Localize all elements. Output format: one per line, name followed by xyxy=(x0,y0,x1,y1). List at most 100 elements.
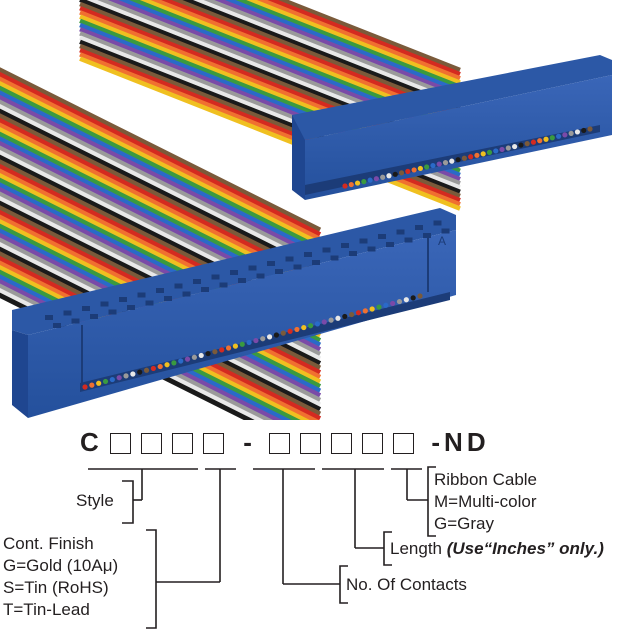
wire-ends-back xyxy=(342,126,593,189)
wire-end xyxy=(82,384,88,390)
cont-finish-label: Cont. Finish G=Gold (10Aμ) S=Tin (RoHS) … xyxy=(3,533,118,621)
wire-end xyxy=(486,149,493,155)
wire-end xyxy=(225,345,232,351)
part-number-template: C - -ND xyxy=(80,425,490,458)
wire-end xyxy=(376,304,382,310)
wire-end xyxy=(396,298,403,305)
contact-hole xyxy=(53,323,61,328)
contact-hole xyxy=(341,243,349,248)
wire-end xyxy=(549,135,555,141)
cable-wire xyxy=(0,71,322,237)
wire-end xyxy=(380,174,386,180)
wire-end xyxy=(361,179,367,185)
wire-end xyxy=(335,315,341,321)
contact-hole xyxy=(82,306,90,311)
wire-end xyxy=(143,367,150,373)
wire-end xyxy=(239,341,245,347)
wire-end xyxy=(348,181,354,188)
code-box xyxy=(331,433,353,455)
cable-wire xyxy=(0,81,322,246)
wire-end xyxy=(116,375,122,381)
contact-hole xyxy=(404,237,413,243)
style-label: Style xyxy=(76,491,114,510)
part-number-diagram xyxy=(88,466,436,629)
cable-wire xyxy=(0,113,322,279)
wire-end xyxy=(499,146,505,153)
wire-end xyxy=(530,139,537,145)
wire-end xyxy=(524,141,530,147)
wire-end xyxy=(219,347,225,353)
wire-end xyxy=(150,365,156,372)
wire-end xyxy=(392,171,398,177)
wire-end xyxy=(123,373,129,379)
cable-wire xyxy=(0,85,322,251)
wire-end xyxy=(308,323,314,329)
wire-end xyxy=(349,311,355,318)
wire-end xyxy=(424,164,430,170)
contact-hole xyxy=(182,291,191,297)
wire-end xyxy=(273,332,280,338)
cable-wire xyxy=(191,0,461,106)
cable-wire xyxy=(276,0,461,73)
wire-end xyxy=(355,310,362,316)
idc-connector-front: A xyxy=(12,208,456,418)
cable-wire xyxy=(0,94,322,260)
wire-end xyxy=(184,356,191,362)
contact-hole xyxy=(193,279,201,284)
wire-end xyxy=(455,157,461,163)
wire-end xyxy=(410,295,416,301)
contact-hole xyxy=(423,233,431,238)
code-box xyxy=(110,433,132,455)
idc-connector-back xyxy=(292,55,612,200)
ribbon-cable-title: Ribbon Cable xyxy=(434,470,538,489)
length-title: Length xyxy=(390,539,442,558)
contact-hole xyxy=(359,238,368,244)
wire-end xyxy=(568,130,574,136)
cable-wire xyxy=(79,56,461,211)
wire-end xyxy=(314,321,321,327)
cable-wire xyxy=(223,0,461,94)
separator: - xyxy=(243,426,252,457)
wire-end xyxy=(130,371,136,377)
wire-end xyxy=(109,376,115,383)
contact-hole xyxy=(322,247,331,253)
length-label: Length (Use“Inches” only.) xyxy=(390,538,604,560)
contact-hole xyxy=(156,288,164,293)
pin1-marker: A xyxy=(438,234,446,248)
contact-hole xyxy=(211,274,220,280)
wire-end xyxy=(157,363,163,370)
contact-hole xyxy=(174,283,183,289)
cable-option-multicolor: M=Multi-color xyxy=(434,492,537,511)
contact-hole xyxy=(275,269,283,274)
contact-holes xyxy=(45,220,450,328)
wire-end xyxy=(287,328,293,334)
contact-hole xyxy=(119,297,127,302)
finish-option-gold: G=Gold (10Aμ) xyxy=(3,556,119,575)
wire-end xyxy=(398,170,405,176)
contact-hole xyxy=(267,261,275,266)
wire-end xyxy=(89,382,95,388)
wire-end xyxy=(411,167,417,173)
wire-end xyxy=(294,326,300,333)
contact-hole xyxy=(396,229,405,235)
contact-hole xyxy=(100,301,109,307)
style-finish-boxes xyxy=(106,427,230,458)
cable-wire xyxy=(265,0,461,77)
code-box xyxy=(141,433,163,455)
cable-wire xyxy=(233,0,461,89)
wire-end xyxy=(198,352,204,359)
contact-hole xyxy=(293,264,302,270)
contact-hole xyxy=(415,225,423,230)
cable-wire xyxy=(170,0,461,115)
code-box xyxy=(362,433,384,455)
cont-finish-title: Cont. Finish xyxy=(3,534,94,553)
contact-hole xyxy=(238,278,246,283)
wire-end xyxy=(468,154,474,160)
contact-hole xyxy=(441,228,450,234)
part-suffix: -ND xyxy=(431,426,490,457)
wire-end xyxy=(301,324,307,331)
cable-wire xyxy=(0,76,322,242)
wire-end xyxy=(449,158,455,164)
wire-end xyxy=(354,180,361,186)
contact-hole xyxy=(201,287,209,292)
